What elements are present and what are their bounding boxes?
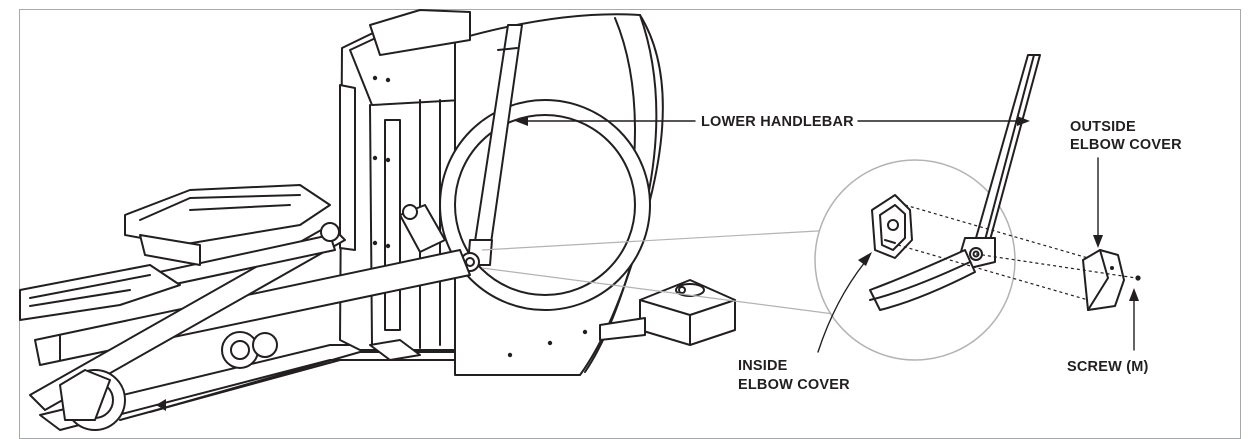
outside-elbow-cover-part [1082,249,1125,311]
inside-elbow-cover-part [871,194,913,259]
detail-callout-lines [481,229,881,321]
alignment-dotted-lines [897,204,1137,301]
inside-cover-leader [817,261,866,353]
screw-arrowhead [1129,288,1139,301]
lower-handlebar-right-arrowhead [1017,116,1030,126]
inside-elbow-cover-label-line2: ELBOW COVER [738,377,850,393]
lower-handlebar-label: LOWER HANDLEBAR [701,114,854,130]
outside-elbow-cover-label-line1: OUTSIDE [1070,119,1136,135]
inside-elbow-cover-label-line1: INSIDE [738,358,788,374]
leader-arrows [515,116,1139,353]
elliptical-machine-illustration [19,9,736,431]
detail-handlebar-assembly [869,54,1041,311]
detail-magnifier-circle [814,159,1016,361]
lower-handlebar-left-arrowhead [515,116,528,126]
screw-part [1135,275,1141,281]
inside-cover-arrowhead [858,252,872,266]
outside-cover-arrowhead [1093,235,1103,248]
outside-elbow-cover-label-line2: ELBOW COVER [1070,137,1182,153]
screw-label: SCREW (M) [1067,359,1149,375]
